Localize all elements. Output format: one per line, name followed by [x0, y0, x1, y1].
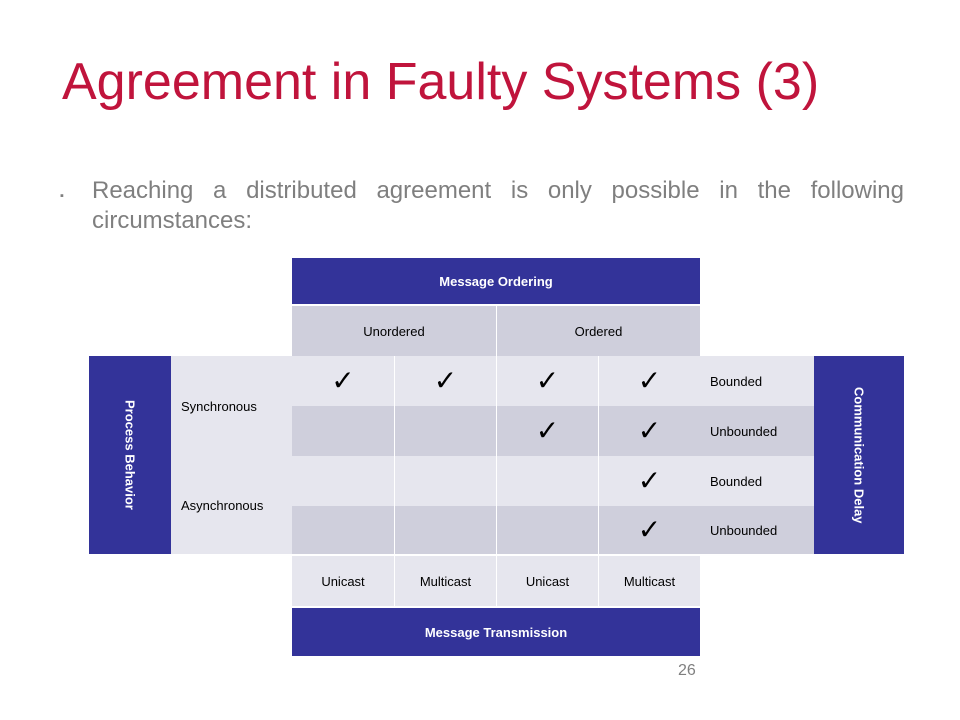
- checkmark-icon: ✓: [433, 365, 458, 396]
- transmission-multicast-label: Multicast: [394, 556, 496, 606]
- transmission-unicast-label: Unicast: [496, 556, 598, 606]
- grid-cell-r1-c1: ✓: [292, 356, 394, 406]
- grid-cell-r2-c1: [292, 406, 394, 456]
- grid-cell-r1-c3: ✓: [496, 356, 598, 406]
- transmission-unicast-label: Unicast: [292, 556, 394, 606]
- process-synchronous-label: Synchronous: [171, 356, 292, 456]
- ordering-unordered-label: Unordered: [292, 306, 496, 356]
- grid-cell-r1-c2: ✓: [394, 356, 496, 406]
- grid-cell-r3-c4: ✓: [598, 456, 700, 506]
- communication-delay-header: Communication Delay: [814, 356, 904, 554]
- grid-cell-r1-c4: ✓: [598, 356, 700, 406]
- grid-cell-r3-c3: [496, 456, 598, 506]
- grid-cell-r3-c2: [394, 456, 496, 506]
- process-asynchronous-label: Asynchronous: [171, 456, 292, 554]
- slide-title: Agreement in Faulty Systems (3): [62, 53, 820, 111]
- grid-cell-r4-c4: ✓: [598, 506, 700, 554]
- checkmark-icon: ✓: [331, 365, 355, 396]
- process-behavior-label: Process Behavior: [122, 400, 138, 510]
- checkmark-icon: ✓: [637, 415, 662, 446]
- grid-cell-r3-c1: [292, 456, 394, 506]
- checkmark-icon: ✓: [535, 365, 560, 396]
- checkmark-icon: ✓: [637, 514, 662, 545]
- delay-label-unbounded: Unbounded: [700, 406, 814, 456]
- message-transmission-header: Message Transmission: [292, 608, 700, 656]
- communication-delay-label: Communication Delay: [851, 386, 867, 524]
- checkmark-icon: ✓: [535, 415, 560, 446]
- page-number: 26: [678, 662, 696, 679]
- message-ordering-header: Message Ordering: [292, 258, 700, 304]
- checkmark-icon: ✓: [637, 365, 662, 396]
- delay-label-bounded: Bounded: [700, 356, 814, 406]
- transmission-multicast-label: Multicast: [598, 556, 700, 606]
- grid-cell-r2-c3: ✓: [496, 406, 598, 456]
- delay-label-bounded: Bounded: [700, 456, 814, 506]
- grid-cell-r2-c4: ✓: [598, 406, 700, 456]
- ordering-ordered-label: Ordered: [496, 306, 700, 356]
- grid-cell-r4-c2: [394, 506, 496, 554]
- process-behavior-header: Process Behavior: [89, 356, 171, 554]
- bullet-marker-icon: ▪: [60, 190, 64, 202]
- grid-cell-r2-c2: [394, 406, 496, 456]
- delay-label-unbounded: Unbounded: [700, 506, 814, 554]
- grid-cell-r4-c1: [292, 506, 394, 554]
- bullet-text: Reaching a distributed agreement is only…: [92, 177, 904, 234]
- checkmark-icon: ✓: [637, 465, 662, 496]
- grid-cell-r4-c3: [496, 506, 598, 554]
